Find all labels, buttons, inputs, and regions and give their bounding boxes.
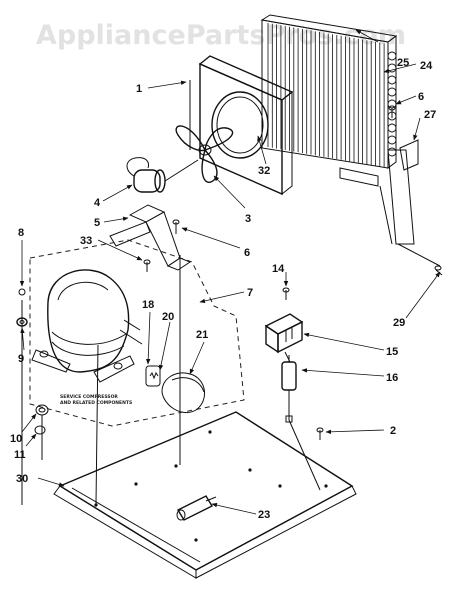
accumulator: [176, 495, 217, 521]
callout-27: 27: [424, 109, 436, 121]
callout-6: 6: [244, 247, 250, 259]
callout-2: 2: [390, 425, 396, 437]
fan-blade: [175, 125, 234, 183]
callout-15: 15: [386, 346, 398, 358]
service-compressor-group-outline: [29, 239, 245, 427]
screws: [143, 105, 443, 440]
callout-10: 10: [10, 433, 22, 445]
base-plate: [53, 411, 357, 579]
service-note-line-2: AND RELATED COMPONENTS: [60, 400, 132, 406]
coil-return-bend: [387, 147, 397, 157]
coil-return-bend: [387, 135, 397, 145]
service-note-line-1: SERVICE COMPRESSOR: [60, 394, 118, 400]
callout-labels: 1 2 3 4 5 6 7 8 9 10 11 14 15 16 18 20 2…: [10, 57, 436, 521]
callout-24: 24: [420, 60, 433, 72]
callout-3: 3: [245, 213, 251, 225]
mounting-hardware: [16, 288, 49, 505]
callout-23: 23: [258, 509, 270, 521]
coil-return-bend: [387, 75, 397, 85]
coil-return-bend: [387, 51, 397, 61]
coil-return-bend: [387, 87, 397, 97]
callout-30: 30: [16, 473, 28, 485]
coil-return-bend: [387, 123, 397, 133]
fan-shroud: [189, 55, 294, 196]
callout-11: 11: [14, 449, 26, 461]
watermark-text: AppliancePartsPros.com: [36, 20, 406, 51]
callout-5: 5: [94, 217, 100, 229]
callout-4: 4: [94, 197, 101, 209]
coil-return-bend: [387, 63, 397, 73]
callout-9: 9: [18, 353, 24, 365]
callout-14: 14: [272, 263, 285, 275]
callout-25: 25: [397, 57, 409, 69]
condenser-bracket: [379, 139, 441, 267]
compressor: [31, 255, 181, 505]
callout-8: 8: [18, 227, 24, 239]
start-device: [264, 313, 304, 363]
callout-18: 18: [142, 299, 154, 311]
condenser-coil: [260, 14, 398, 187]
callout-32: 32: [258, 165, 270, 177]
filter-drier: [281, 355, 321, 491]
leader-lines: [19, 29, 441, 515]
callout-7: 7: [247, 287, 253, 299]
callout-33: 33: [80, 235, 92, 247]
compressor-relay: [145, 365, 205, 414]
callout-20: 20: [162, 311, 174, 323]
callout-1: 1: [136, 83, 142, 95]
callout-16: 16: [386, 372, 398, 384]
fan-motor: [126, 157, 199, 193]
callout-6b: 6: [418, 91, 424, 103]
callout-21: 21: [196, 329, 208, 341]
callout-29: 29: [393, 317, 405, 329]
motor-bracket: [109, 204, 192, 271]
